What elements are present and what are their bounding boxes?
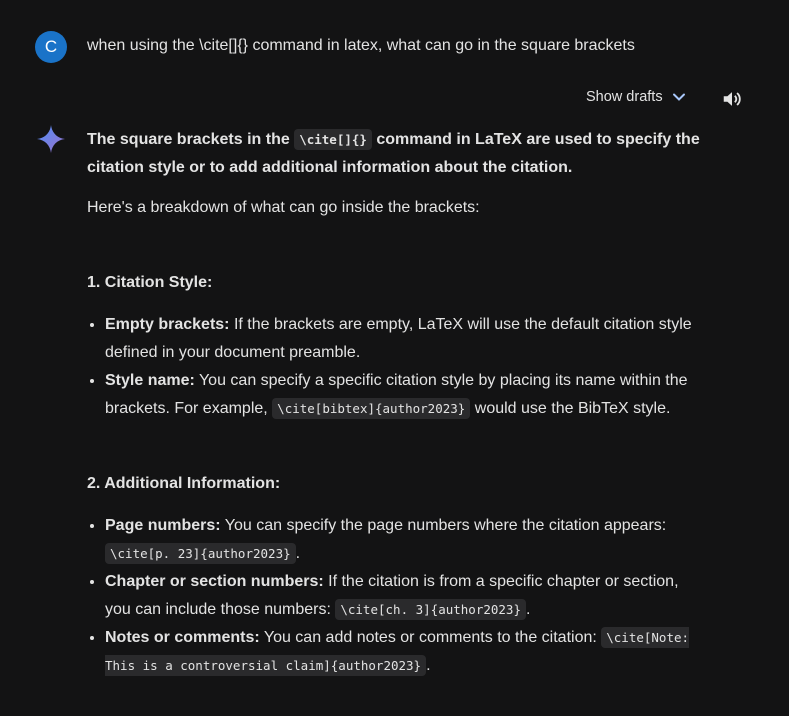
bullet-list: Empty brackets: If the brackets are empt… bbox=[87, 311, 707, 423]
section-heading: 2. Additional Information: bbox=[87, 475, 281, 492]
show-drafts-button[interactable]: Show drafts bbox=[586, 89, 687, 105]
gemini-sparkle-icon bbox=[35, 123, 67, 155]
inline-code: \cite[p. 23]{author2023} bbox=[105, 543, 296, 564]
response-body: The square brackets in the \cite[]{} com… bbox=[87, 126, 707, 680]
list-item: Chapter or section numbers: If the citat… bbox=[105, 568, 707, 624]
bullet-list: Page numbers: You can specify the page n… bbox=[87, 512, 707, 680]
list-item: Style name: You can specify a specific c… bbox=[105, 367, 707, 423]
inline-code: \cite[ch. 3]{author2023} bbox=[335, 599, 526, 620]
list-item: Page numbers: You can specify the page n… bbox=[105, 512, 707, 568]
response-lead: The square brackets in the \cite[]{} com… bbox=[87, 129, 700, 176]
inline-code: \cite[bibtex]{author2023} bbox=[272, 398, 471, 419]
inline-code: \cite[]{} bbox=[294, 129, 372, 150]
response-intro: Here's a breakdown of what can go inside… bbox=[87, 199, 480, 216]
show-drafts-label: Show drafts bbox=[586, 89, 663, 105]
list-item: Notes or comments: You can add notes or … bbox=[105, 624, 707, 680]
chevron-down-icon bbox=[671, 89, 687, 105]
speaker-icon[interactable] bbox=[721, 88, 743, 110]
user-prompt: when using the \cite[]{} command in late… bbox=[87, 37, 635, 54]
user-avatar[interactable]: C bbox=[35, 31, 67, 63]
list-item: Empty brackets: If the brackets are empt… bbox=[105, 311, 707, 367]
section-heading: 1. Citation Style: bbox=[87, 274, 213, 291]
